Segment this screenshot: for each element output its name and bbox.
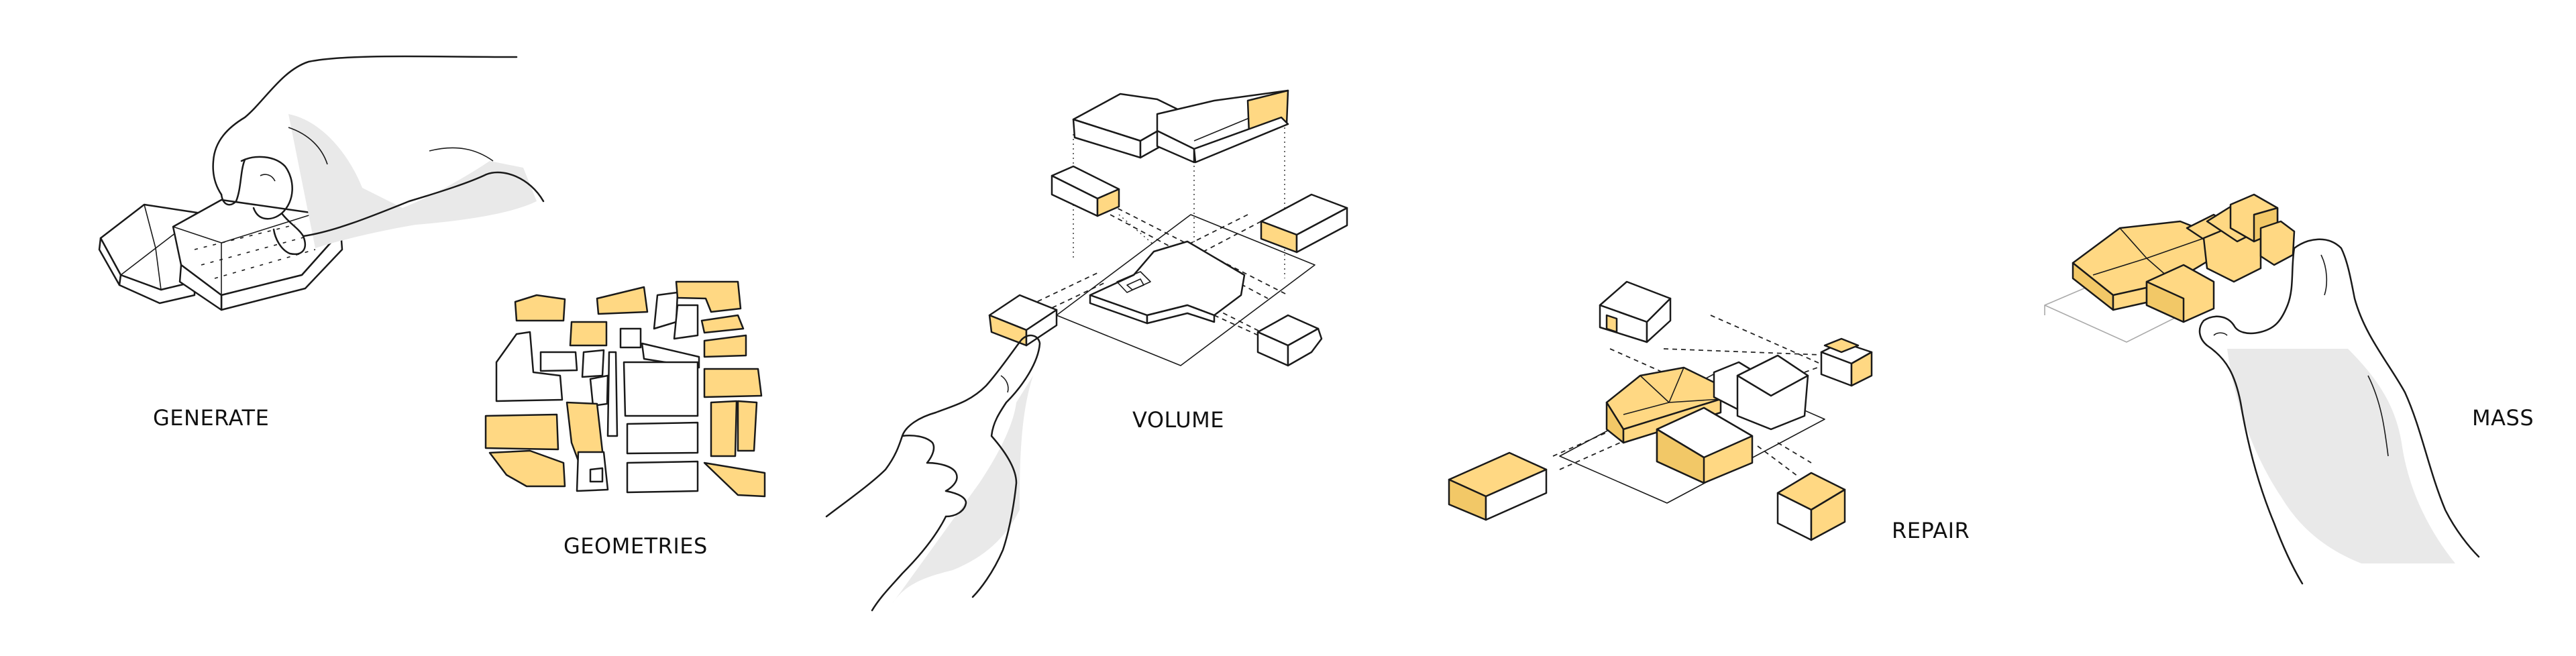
repair-box-bottom-right [1776, 472, 1846, 541]
mass-illustration [2044, 193, 2480, 585]
shape-pieces [484, 280, 766, 498]
repair-box-right [1820, 337, 1873, 387]
hand-hold-icon [2198, 238, 2480, 585]
hand-pinch-icon [212, 55, 545, 256]
box-bottom-right [1256, 314, 1323, 367]
box-upper-left [1051, 165, 1120, 217]
mass-cluster [2072, 193, 2296, 323]
label-generate: GENERATE [153, 405, 270, 431]
box-right [1260, 193, 1348, 254]
label-mass: MASS [2472, 405, 2534, 431]
repair-illustration [1448, 280, 1873, 541]
floor-plan [1089, 240, 1246, 325]
volume-illustration [825, 89, 1348, 612]
faceted-mass [98, 199, 343, 311]
geometries-illustration [484, 280, 766, 498]
repair-main-buildings [1605, 354, 1809, 484]
repair-box-top [1599, 280, 1672, 343]
label-volume: VOLUME [1132, 407, 1224, 433]
hand-point-icon [825, 334, 1041, 612]
generate-illustration [98, 55, 545, 311]
label-repair: REPAIR [1892, 518, 1970, 543]
repair-box-bottom-left [1448, 451, 1548, 521]
label-geometries: GEOMETRIES [564, 533, 708, 559]
roof-masses [1072, 89, 1289, 164]
